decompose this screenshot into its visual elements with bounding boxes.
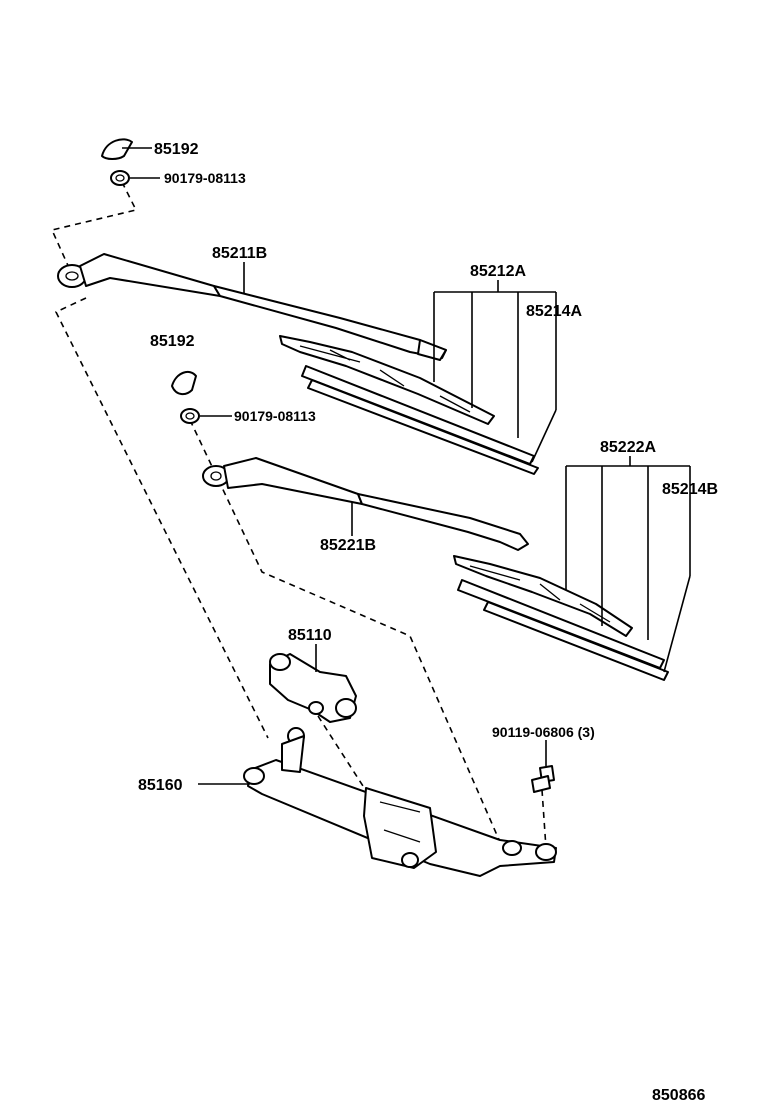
wiper-blade-front — [279, 335, 495, 425]
wiper-rubber-rear — [457, 579, 669, 681]
label-rubber-rear: 85214B — [662, 481, 718, 498]
label-nut-lower: 90179-08113 — [234, 408, 316, 424]
wiper-linkage — [243, 727, 557, 877]
nut-upper — [110, 170, 130, 186]
label-cap-upper: 85192 — [154, 141, 199, 158]
wiper-arm-rear — [202, 457, 529, 551]
mounting-bolt — [531, 765, 555, 793]
label-rubber-front: 85214A — [526, 303, 582, 320]
leader-lines — [122, 147, 691, 785]
wiper-arm-front — [57, 253, 447, 361]
label-link: 85160 — [138, 777, 183, 794]
assembly-dashed-lines — [50, 181, 547, 849]
label-motor: 85110 — [288, 627, 332, 644]
part-labels: 85192 90179-08113 85211B 85212A 85214A 8… — [138, 141, 718, 1104]
label-nut-upper: 90179-08113 — [164, 170, 246, 186]
nut-lower — [180, 408, 200, 424]
label-arm-front: 85211B — [212, 245, 267, 262]
label-arm-rear: 85221B — [320, 537, 376, 554]
wiper-blade-rear — [453, 555, 633, 637]
cap-upper — [101, 138, 133, 160]
label-cap-lower: 85192 — [150, 333, 195, 350]
cap-lower — [171, 370, 197, 396]
label-blade-front: 85212A — [470, 263, 526, 280]
label-bolt: 90119-06806 (3) — [492, 724, 595, 740]
label-blade-rear: 85222A — [600, 439, 656, 456]
wiper-motor — [269, 653, 357, 723]
wiper-rubber-front — [301, 365, 539, 475]
diagram-code: 850866 — [652, 1087, 705, 1104]
